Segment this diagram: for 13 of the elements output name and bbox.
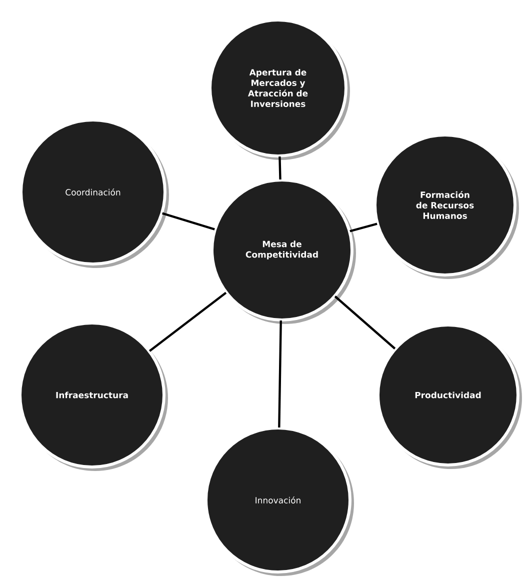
circle-node: Innovación — [204, 426, 354, 576]
circle-node: Mesa de Competitividad — [210, 178, 356, 324]
connector-line — [334, 296, 396, 350]
connector-line — [148, 292, 227, 352]
connector-line — [350, 222, 378, 232]
circle-node: Apertura de Mercados y Atracción de Inversiones — [208, 18, 350, 160]
connector-line — [278, 320, 282, 428]
connector-line — [278, 156, 282, 180]
circle-node: Productividad — [376, 324, 522, 469]
circle-node: Coordinación — [20, 118, 169, 268]
connector-line — [162, 212, 215, 230]
circle-node: Infraestructura — [18, 322, 168, 471]
circle-node: Formación de Recursos Humanos — [374, 134, 519, 279]
